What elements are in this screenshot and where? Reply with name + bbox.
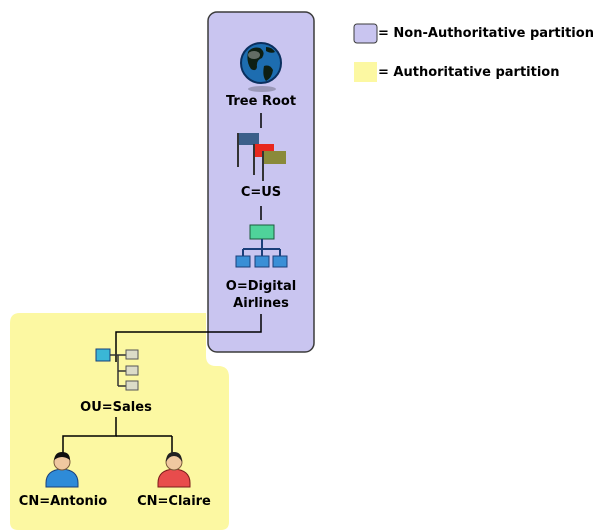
user-blue-icon [45,452,79,488]
connector-ou-users [62,417,117,456]
tree-root-label: Tree Root [225,94,297,109]
connector-org-ou [115,314,262,362]
org-unit-label: OU=Sales [80,400,152,415]
legend-swatch-authoritative [354,62,377,82]
organization-icon [235,224,288,268]
legend-non-authoritative-text: = Non-Authoritative partition [378,26,594,41]
user-red-icon [157,452,191,488]
legend-authoritative-text: = Authoritative partition [378,65,560,80]
legend-swatch-non-authoritative [353,23,378,44]
user-claire-label: CN=Claire [137,494,211,509]
organization-label-line1: O=Digital [225,279,297,294]
org-unit-icon [95,348,139,391]
organization-label-line2: Airlines [233,296,289,311]
flags-icon [237,133,286,181]
globe-icon [240,42,282,92]
country-label: C=US [240,185,282,200]
user-antonio-label: CN=Antonio [18,494,108,509]
